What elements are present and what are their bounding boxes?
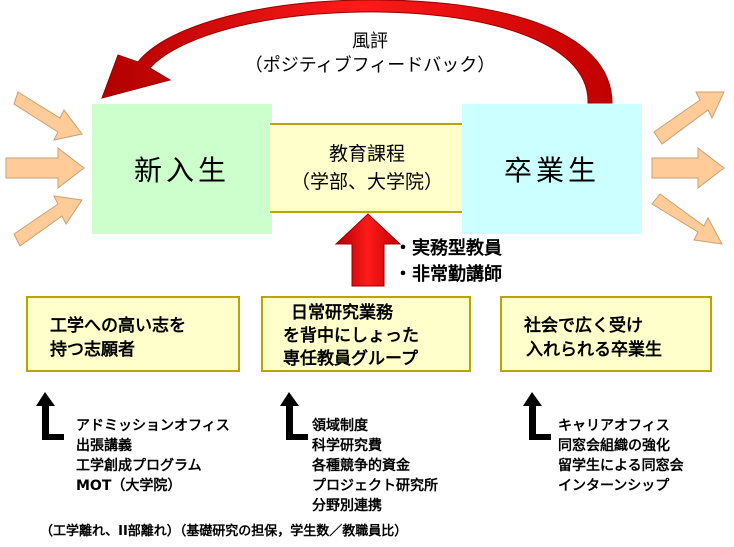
measures-right: キャリアオフィス 同窓会組織の強化 留学生による同窓会 インターンシップ [558,416,684,496]
measure-arrows [36,392,551,440]
feedback-label: 風評 （ポジティブフィードバック） [220,30,520,78]
incoming-arrows [5,91,85,247]
feedback-subtitle: （ポジティブフィードバック） [244,55,496,76]
faculty-input-arrow [334,213,402,287]
measure-item: 同窓会組織の強化 [558,438,670,454]
measure-arrow-center [280,392,308,440]
measure-item: 各種競争的資金 [312,458,410,474]
measure-item: キャリアオフィス [558,418,670,434]
outgoing-arrow-bottom [651,193,723,245]
incoming-arrow-middle [5,146,85,190]
measures-left: アドミッションオフィス 出張講義 工学創成プログラム MOT（大学院） [76,416,230,496]
footnote: （工学離れ、II部離れ）（基礎研究の担保，学生数／教職員比） [40,524,408,539]
measures-center: 領域制度 科学研究費 各種競争的資金 プロジェクト研究所 分野別連携 [312,416,438,516]
pillar-graduates-line2: 入れられる卒業生 [526,340,662,360]
curriculum-box: 教育課程 （学部、大学院） [270,123,464,213]
freshman-box: 新入生 [92,104,272,234]
measure-item: インターンシップ [558,478,670,494]
outgoing-arrow-middle [651,146,725,190]
pillar-graduates: 社会で広く受け 入れられる卒業生 [500,296,712,372]
measure-item: 工学創成プログラム [76,458,202,474]
pillar-faculty-line3: 専任教員グループ [283,349,418,369]
curriculum-subtitle: （学部、大学院） [290,171,443,193]
outgoing-arrows [651,91,725,245]
measure-item: 分野別連携 [312,498,382,514]
feedback-curved-arrow [101,0,613,104]
measure-item: 留学生による同窓会 [558,458,684,474]
incoming-arrow-top [13,91,83,141]
pillar-applicants-line1: 工学への高い志を [50,316,186,336]
pillar-faculty-line2: を背中にしょった [283,326,419,346]
measure-item: 領域制度 [312,418,368,434]
pillar-applicants: 工学への高い志を 持つ志願者 [26,296,240,372]
pillar-graduates-line1: 社会で広く受け [524,316,643,336]
curriculum-title: 教育課程 [328,143,405,165]
faculty-types: ・実務型教員 ・非常勤講師 [394,236,502,288]
faculty-type-practical: ・実務型教員 [394,238,502,259]
faculty-type-parttime: ・非常勤講師 [394,264,502,285]
measure-item: アドミッションオフィス [76,418,230,434]
measure-arrow-left [36,392,64,440]
measure-item: プロジェクト研究所 [312,478,438,494]
measure-item: MOT（大学院） [76,478,182,494]
feedback-title: 風評 [352,31,388,52]
graduate-label: 卒業生 [503,154,600,187]
incoming-arrow-bottom [13,195,83,247]
freshman-label: 新入生 [133,154,230,187]
outgoing-arrow-top [653,91,725,145]
measure-item: 出張講義 [76,438,132,454]
pillar-faculty: 日常研究業務 を背中にしょった 専任教員グループ [261,296,471,372]
graduate-box: 卒業生 [462,104,642,234]
measure-arrow-right [523,392,551,440]
pillar-applicants-line2: 持つ志願者 [50,340,135,360]
measure-item: 科学研究費 [312,438,382,454]
pillar-faculty-line1: 日常研究業務 [291,303,393,323]
